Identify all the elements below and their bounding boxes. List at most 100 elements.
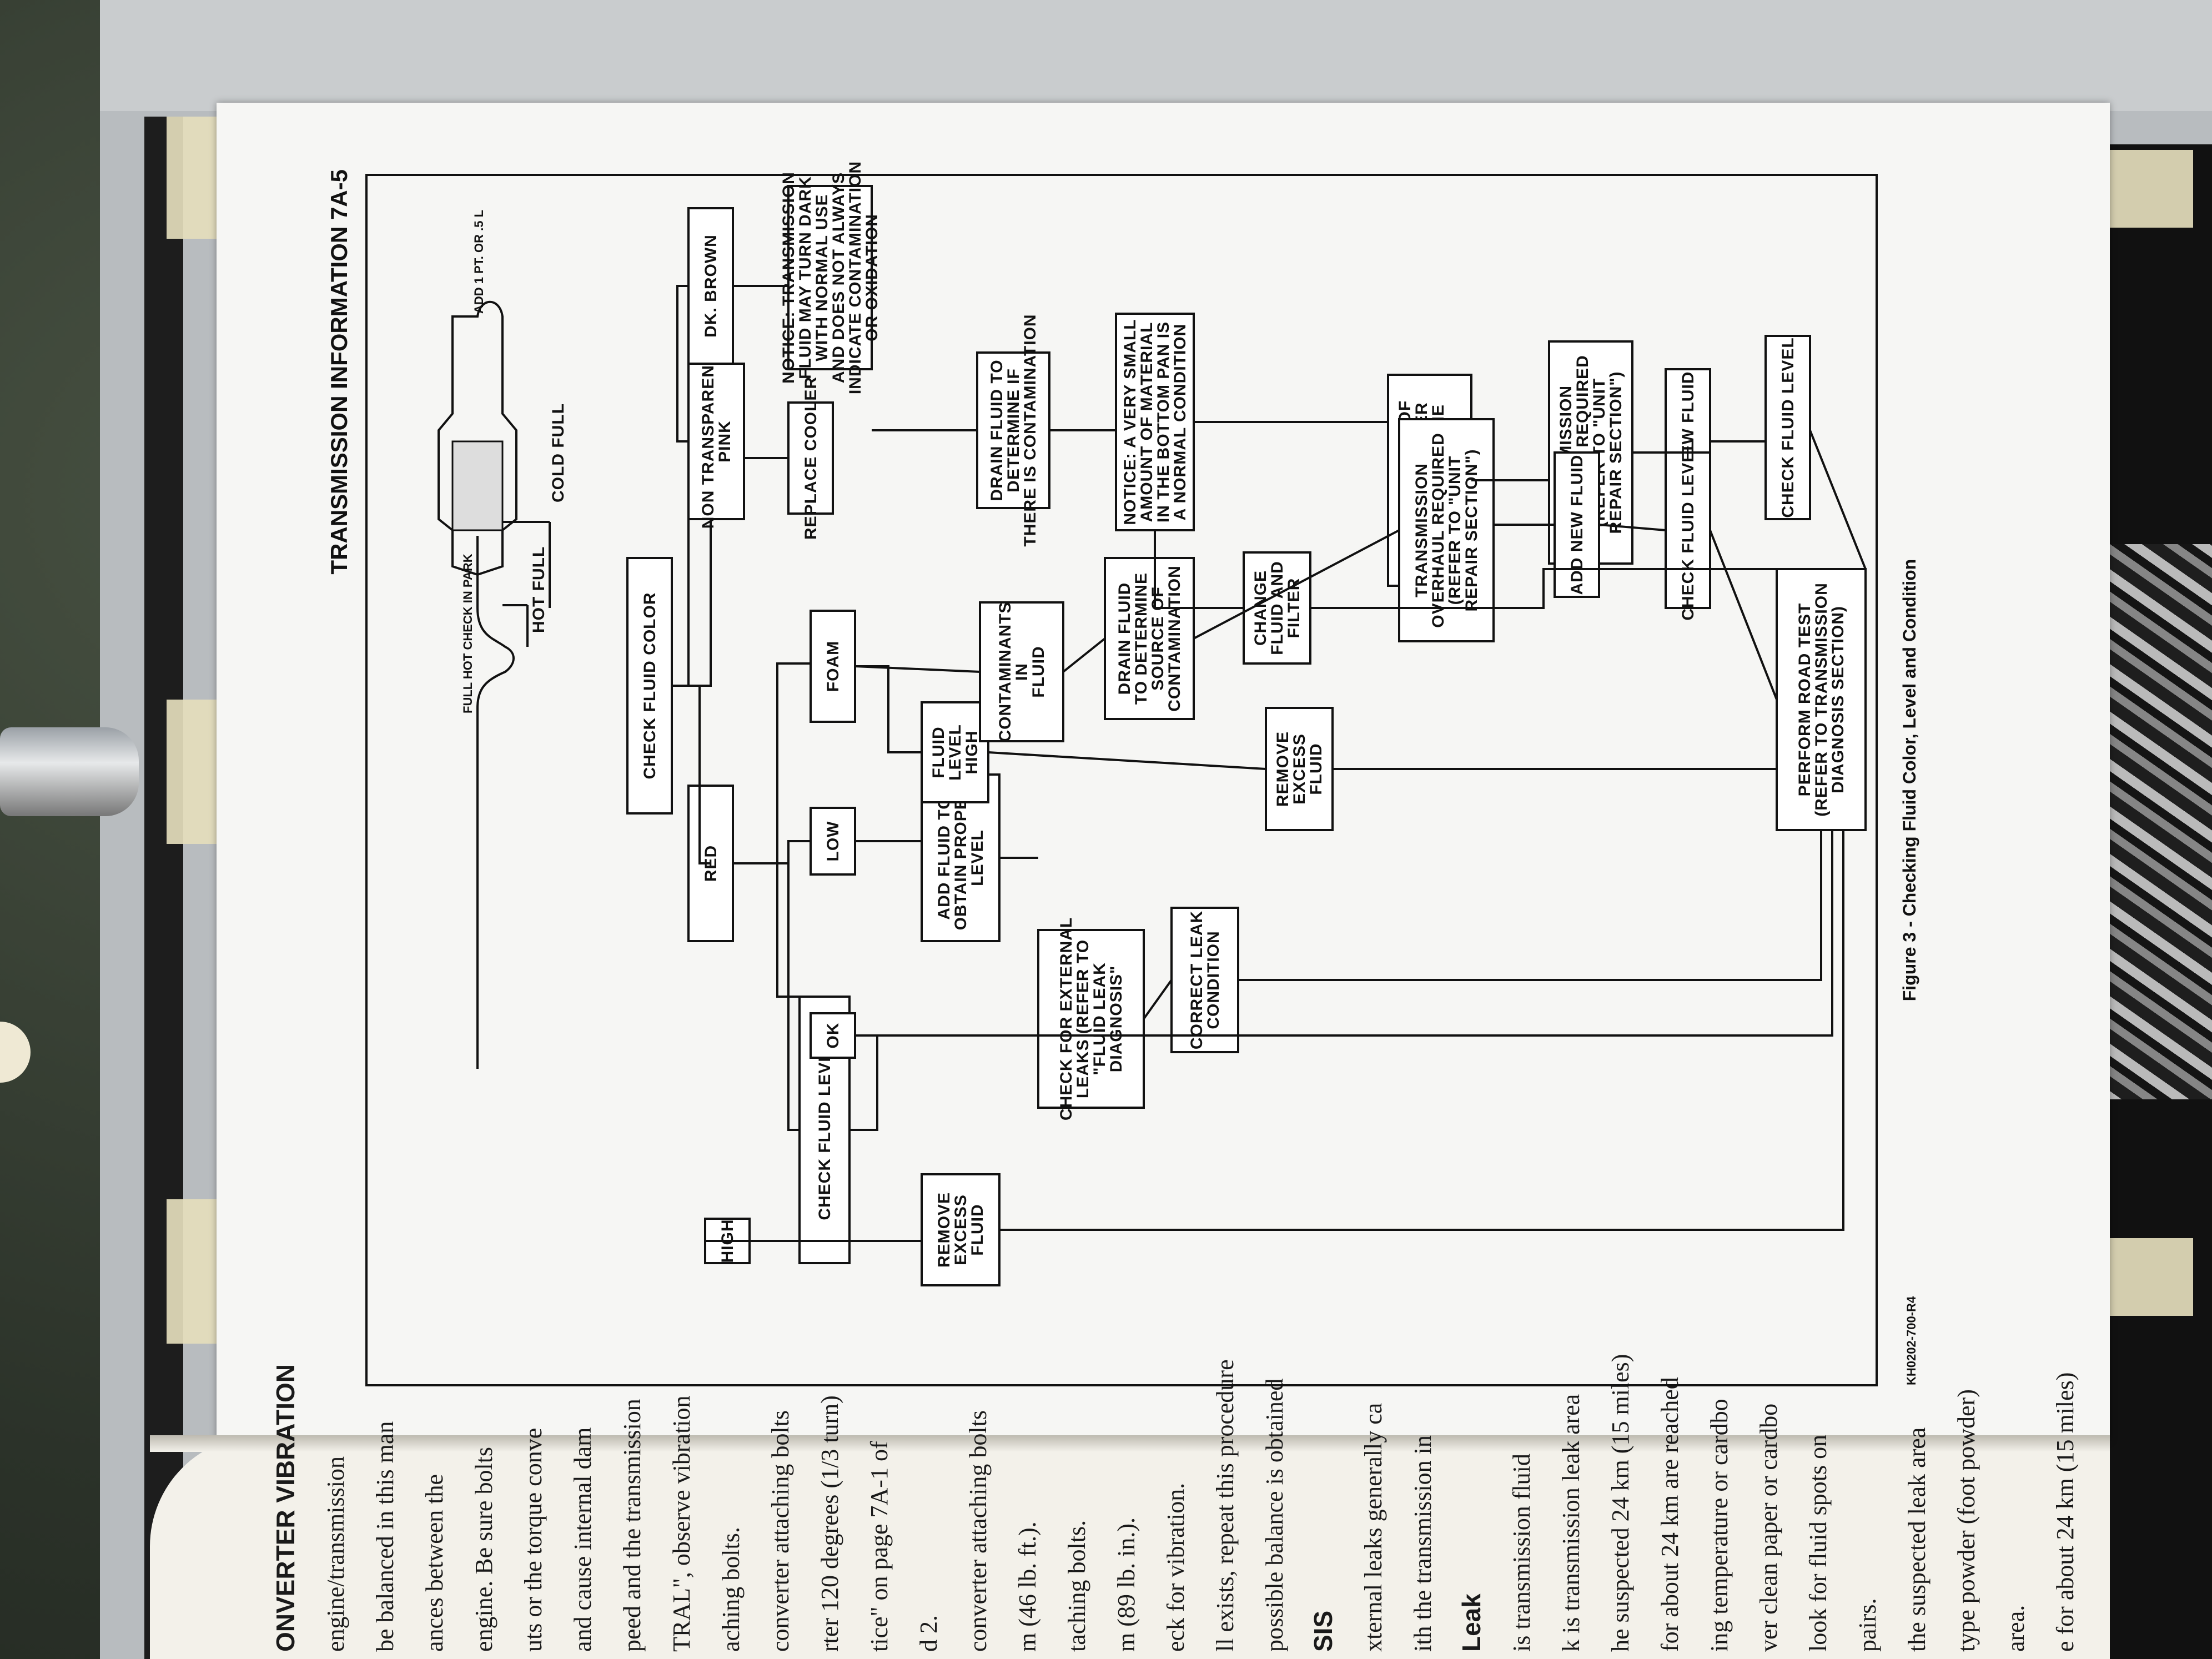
box-text: NOTICE: TRANSMISSION — [780, 172, 798, 384]
box-text: CONTAMINANTS — [996, 601, 1014, 742]
box-text: PERFORM ROAD TEST — [1796, 603, 1814, 797]
box-text: LEAKS (REFER TO — [1074, 939, 1092, 1098]
box-check-level-r: CHECK FLUID LEVEL — [1764, 335, 1811, 520]
box-text: CHANGE — [1251, 570, 1270, 646]
connector-line — [1809, 430, 1867, 570]
book-line: area. — [2002, 1605, 2029, 1652]
box-low: LOW — [810, 807, 856, 876]
box-text: LEVEL — [968, 830, 987, 886]
marbled-cover — [2104, 544, 2212, 1099]
box-text: CHECK FLUID LEVEL — [1779, 337, 1797, 517]
connector-line — [1143, 979, 1173, 1020]
box-text: CHECK FLUID LEVEL — [1679, 440, 1697, 620]
book-shadow — [150, 1435, 2110, 1452]
box-text: REPAIR SECTION") — [1607, 371, 1625, 534]
box-check-color: CHECK FLUID COLOR — [626, 557, 673, 815]
connector-line — [672, 441, 690, 687]
book-line: the suspected leak area — [1903, 1427, 1931, 1652]
full-hot-label: FULL HOT CHECK IN PARK — [461, 554, 475, 713]
box-text: NON TRANSPARENT — [699, 354, 717, 529]
box-text: FOAM — [824, 641, 842, 692]
book-line: tice" on page 7A-1 of — [866, 1441, 893, 1652]
box-text: REMOVE — [1274, 731, 1292, 807]
box-text: IN — [1013, 663, 1031, 681]
box-text: DK. BROWN — [702, 234, 720, 338]
book-line: SIS — [1309, 1611, 1338, 1652]
box-check-level-m: CHECK FLUID LEVEL — [1665, 440, 1711, 621]
box-check-level: CHECK FLUID LEVEL — [798, 996, 851, 1264]
figure-code: KH0202-700-R4 — [1904, 1296, 1918, 1385]
book-line: ith the transmission in — [1409, 1435, 1436, 1652]
flowchart-connectors — [672, 285, 1867, 1242]
book-line: ing temperature or cardbo — [1706, 1399, 1733, 1652]
book-line: uts or the torque conve — [520, 1428, 547, 1652]
book-line: engine/transmission — [322, 1456, 349, 1652]
book-line: aching bolts. — [717, 1527, 745, 1652]
book-line: and cause internal dam — [569, 1427, 596, 1652]
box-text: HIGH — [963, 731, 981, 775]
box-text: PINK — [716, 420, 734, 462]
box-text: DRAIN FLUID TO — [988, 359, 1006, 501]
box-text: FLUID AND — [1268, 561, 1286, 655]
connector-line — [1062, 637, 1106, 673]
connector-line — [855, 830, 1833, 1037]
box-text: EXCESS — [952, 1194, 970, 1265]
box-text: CHECK FOR EXTERNAL — [1057, 917, 1075, 1120]
connector-line — [854, 665, 981, 673]
box-text: ADD FLUID TO — [935, 796, 953, 919]
box-text: ADD NEW FLUID — [1568, 455, 1586, 595]
box-text: NOTICE: A VERY SMALL — [1121, 319, 1139, 525]
book-line: he suspected 24 km (15 miles) — [1607, 1354, 1634, 1652]
add-pint-label: ADD 1 PT. OR .5 L — [472, 210, 486, 314]
box-text: TO DETERMINE — [1132, 572, 1150, 705]
book-line: rter 120 degrees (1/3 turn) — [816, 1395, 843, 1652]
book-line: engine. Be sure bolts — [470, 1447, 497, 1652]
box-text: DETERMINE IF — [1004, 368, 1023, 492]
box-text: FLUID MAY TURN DARK — [796, 176, 815, 379]
box-text: IN THE BOTTOM PAN IS — [1154, 321, 1173, 522]
box-text: AMOUNT OF MATERIAL — [1138, 322, 1156, 522]
book-line: taching bolts. — [1063, 1520, 1090, 1652]
book-line: m (89 lb. in.). — [1113, 1517, 1140, 1652]
binder-spine — [144, 117, 183, 1659]
box-text: (REFER TO "UNIT — [1446, 456, 1464, 605]
box-text: REMOVE — [935, 1192, 953, 1268]
book-line: for about 24 km are reached — [1656, 1377, 1683, 1652]
box-text: WITH NORMAL USE — [813, 194, 831, 361]
book-line: Leak — [1457, 1593, 1486, 1652]
connector-line — [1154, 530, 1244, 609]
connector-line — [855, 665, 922, 753]
connector-line — [787, 840, 811, 1131]
book-line: ances between the — [421, 1474, 448, 1652]
box-text: OVERHAUL REQUIRED — [1429, 433, 1447, 627]
book-line: be balanced in this man — [371, 1421, 399, 1652]
book-line: ver clean paper or cardbo — [1755, 1404, 1782, 1652]
page-header: TRANSMISSION INFORMATION 7A-5 — [326, 169, 352, 575]
box-brown: DK. BROWN — [687, 207, 734, 365]
book-line: type powder (foot powder) — [1953, 1389, 1980, 1652]
box-text: OBTAIN PROPER — [952, 786, 970, 931]
book-line: TRAL", observe vibration — [668, 1395, 695, 1652]
box-text: SOURCE OF — [1149, 586, 1167, 690]
box-text: EXCESS — [1290, 733, 1309, 805]
box-ok: OK — [810, 1012, 856, 1059]
box-text: FLUID — [929, 726, 948, 778]
book-line: look for fluid spots on — [1804, 1435, 1832, 1652]
rotated-page-content: TRANSMISSION INFORMATION 7A-5 COLD FULL … — [326, 161, 1919, 1386]
book-line: converter attaching bolts — [767, 1410, 794, 1652]
book-line: possible balance is obtained — [1261, 1379, 1288, 1652]
box-text: REPAIR SECTION") — [1462, 449, 1481, 611]
binder-top-edge — [100, 0, 2212, 111]
